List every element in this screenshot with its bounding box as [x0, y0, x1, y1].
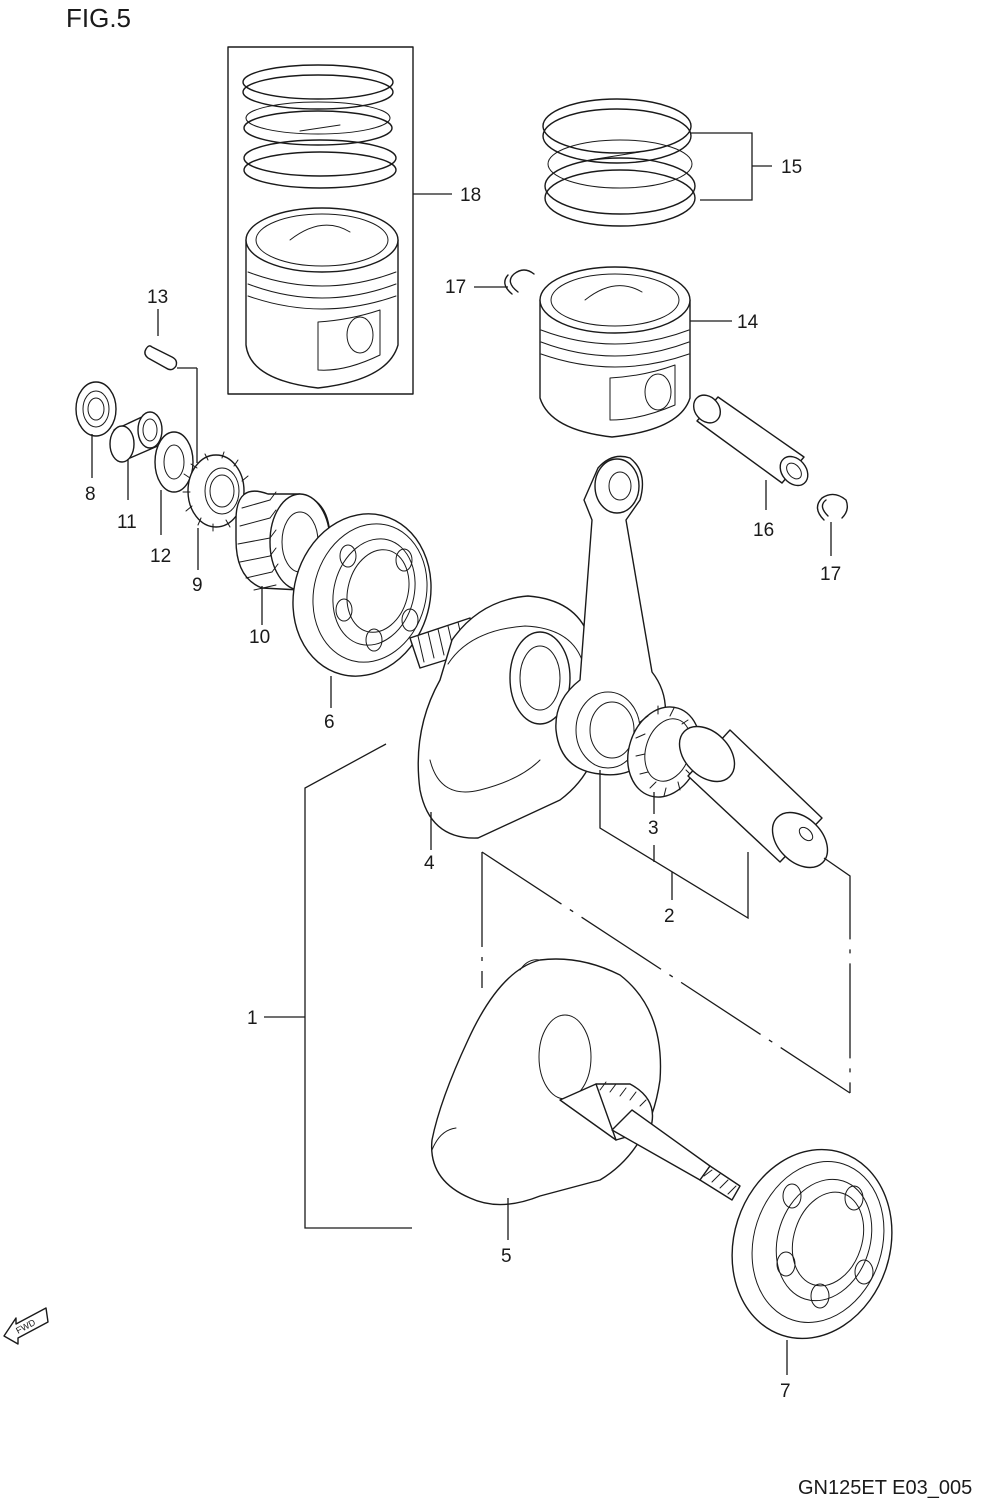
callout-8: 8 — [85, 484, 96, 505]
part-11-spacer — [109, 411, 163, 463]
fwd-arrow-icon: FWD — [3, 1307, 49, 1345]
callout-10: 10 — [249, 627, 270, 648]
part-15-piston-rings — [542, 98, 696, 227]
connecting-rod — [555, 455, 667, 776]
callout-13: 13 — [147, 287, 168, 308]
callout-3: 3 — [648, 818, 659, 839]
callout-16: 16 — [753, 520, 774, 541]
callout-9: 9 — [192, 575, 203, 596]
callout-6: 6 — [324, 712, 335, 733]
callout-17-top: 17 — [445, 277, 466, 298]
crank-pin — [678, 725, 829, 869]
piston-set-box — [227, 46, 414, 395]
part-8-oil-seal — [75, 381, 117, 437]
part-9-primary-gear — [182, 451, 251, 532]
callout-1: 1 — [247, 1008, 258, 1029]
callout-15: 15 — [781, 157, 802, 178]
callout-17-right: 17 — [820, 564, 841, 585]
part-16-piston-pin — [692, 394, 809, 487]
drawing-code: GN125ET E03_005 — [798, 1477, 972, 1499]
part-3-needle-bearing — [627, 705, 701, 798]
callout-4: 4 — [424, 853, 435, 874]
part-12-washer — [154, 431, 194, 493]
figure-title: FIG.5 — [66, 3, 131, 33]
callout-14: 14 — [737, 312, 759, 333]
part-17-circlip-top — [504, 269, 535, 295]
callout-11: 11 — [117, 512, 137, 533]
callout-2: 2 — [664, 906, 675, 927]
part-14-piston — [539, 266, 691, 438]
part-18-piston-set — [227, 46, 414, 395]
part-13-key — [144, 345, 178, 371]
callout-18: 18 — [460, 185, 481, 206]
part-7-bearing — [731, 1148, 893, 1340]
callout-12: 12 — [150, 546, 171, 567]
callout-7: 7 — [780, 1381, 791, 1402]
part-6-bearing — [292, 513, 432, 677]
part-17-circlip-right — [816, 493, 849, 521]
part-5-crankshaft-right — [430, 958, 741, 1206]
callout-5: 5 — [501, 1246, 512, 1267]
